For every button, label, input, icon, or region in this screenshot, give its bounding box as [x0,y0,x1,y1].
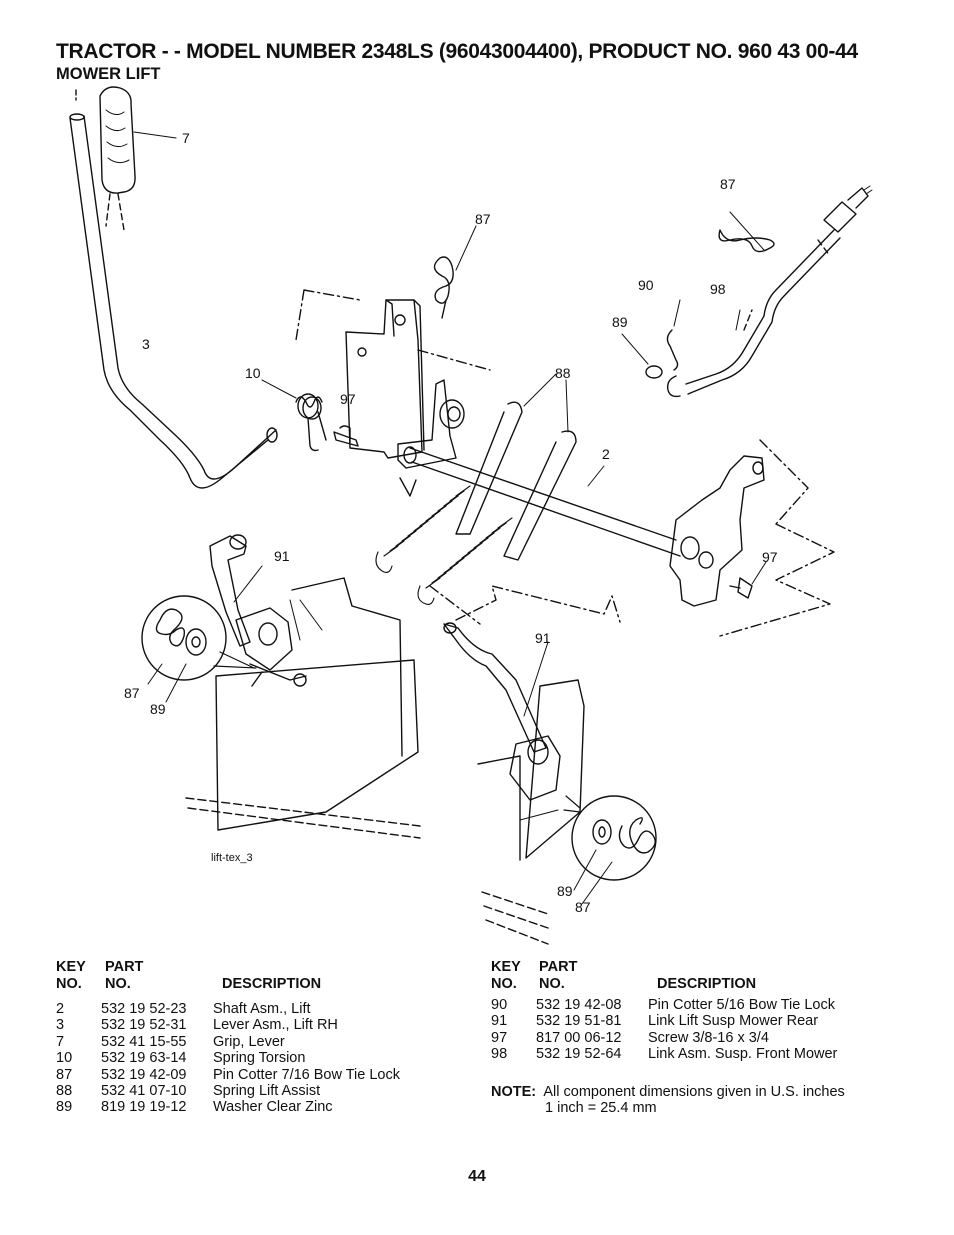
callout-91-right: 91 [535,630,551,646]
part-key-no: 98 [491,1046,508,1063]
callout-87-top-middle: 87 [475,211,491,227]
callout-2: 2 [602,446,610,462]
part-description: Grip, Lever [213,1033,285,1050]
part-number: 817 00 06-12 [536,1029,622,1046]
part-description: Pin Cotter 5/16 Bow Tie Lock [648,997,835,1013]
lift-lever-part [69,89,278,489]
header-part: PART [105,959,144,975]
parts-row: 97 817 00 06-12 Screw 3/8-16 x 3/4 [491,1030,931,1046]
lift-shaft-part [397,379,681,557]
left-mounting-bracket [295,289,491,459]
page-title: TRACTOR - - MODEL NUMBER 2348LS (9604300… [56,40,858,63]
image-code: lift-tex_3 [211,852,253,864]
parts-row: 90 532 19 42-08 Pin Cotter 5/16 Bow Tie Lo… [491,997,931,1013]
parts-table-right: KEY NO. PART NO. DESCRIPTION 90 532 19 42… [491,959,931,1063]
rear-link-right-part [429,585,621,945]
callout-89-left: 89 [150,701,166,717]
header-description: DESCRIPTION [657,976,757,992]
mower-lift-exploded-diagram: 7 87 87 90 98 89 3 10 97 88 2 91 97 87 8… [69,86,873,945]
callout-89-right: 89 [557,883,573,899]
parts-table-left: KEY NO. PART NO. DESCRIPTION 2 532 19 52-… [56,959,456,1116]
part-key-no: 88 [56,1082,73,1099]
header-part-no: NO. [539,976,565,992]
callout-89-top: 89 [612,314,628,330]
part-key-no: 2 [56,1001,65,1017]
part-description: Link Asm. Susp. Front Mower [648,1046,838,1063]
lift-assist-springs [375,373,577,605]
parts-row: 88 532 41 07-10 Spring Lift Assist [56,1083,456,1099]
part-number: 532 19 52-23 [101,1001,187,1017]
part-key-no: 87 [56,1066,73,1083]
page-number: 44 [468,1168,486,1185]
part-number: 819 19 19-12 [101,1099,187,1116]
part-description: Washer Clear Zinc [213,1099,333,1116]
part-number: 532 41 07-10 [101,1082,187,1099]
section-title: MOWER LIFT [56,65,161,83]
callout-87-left: 87 [124,685,140,701]
header-key: KEY [56,959,86,975]
part-description: Shaft Asm., Lift [213,1001,311,1017]
part-number: 532 19 52-64 [536,1046,622,1063]
detail-circle-right [563,795,657,905]
callout-97-left: 97 [340,391,356,407]
callout-88: 88 [555,365,571,381]
part-description: Screw 3/8-16 x 3/4 [648,1029,769,1046]
parts-row: 7 532 41 15-55 Grip, Lever [56,1034,456,1050]
note-label: NOTE: [491,1084,537,1100]
part-number: 532 19 51-81 [536,1013,622,1030]
parts-table-header: KEY NO. PART NO. DESCRIPTION [491,959,931,993]
part-key-no: 7 [56,1033,65,1050]
part-key-no: 90 [491,997,508,1013]
detail-circle-left [141,595,257,703]
callout-7: 7 [182,130,190,146]
part-description: Link Lift Susp Mower Rear [648,1013,819,1030]
parts-row: 91 532 19 51-81 Link Lift Susp Mower Rear [491,1013,931,1029]
part-number: 532 19 42-08 [536,997,622,1013]
note: NOTE: All component dimensions given in … [491,1084,845,1117]
header-part-no: NO. [105,976,131,992]
part-key-no: 3 [56,1017,65,1034]
part-number: 532 19 42-09 [101,1066,187,1083]
bow-tie-pin-87-top [433,225,477,319]
right-mounting-bracket [669,439,835,637]
part-number: 532 41 15-55 [101,1033,187,1050]
callout-90: 90 [638,277,654,293]
note-text: All component dimensions given in U.S. i… [543,1084,845,1100]
part-key-no: 10 [56,1050,73,1067]
part-description: Pin Cotter 7/16 Bow Tie Lock [213,1066,400,1083]
part-number: 532 19 52-31 [101,1017,187,1034]
part-description: Lever Asm., Lift RH [213,1017,338,1034]
header-key-no: NO. [56,976,82,992]
part-key-no: 97 [491,1029,508,1046]
part-key-no: 89 [56,1099,73,1116]
callout-87-top-right: 87 [720,176,736,192]
header-key-no: NO. [491,976,517,992]
note-conversion: 1 inch = 25.4 mm [545,1100,657,1117]
parts-row: 3 532 19 52-31 Lever Asm., Lift RH [56,1017,456,1033]
header-description: DESCRIPTION [222,976,322,992]
part-number: 532 19 63-14 [101,1050,187,1067]
header-part: PART [539,959,578,975]
torsion-spring-part [261,379,327,452]
callout-10: 10 [245,365,261,381]
callout-91-left: 91 [274,548,290,564]
part-key-no: 91 [491,1013,508,1030]
rear-link-left-part [185,534,421,839]
parts-table-header: KEY NO. PART NO. DESCRIPTION [56,959,456,993]
part-description: Spring Lift Assist [213,1082,321,1099]
callout-98: 98 [710,281,726,297]
parts-row: 2 532 19 52-23 Shaft Asm., Lift [56,1001,456,1017]
callout-3: 3 [142,336,150,352]
parts-row: 98 532 19 52-64 Link Asm. Susp. Front Mowe… [491,1046,931,1062]
parts-row: 87 532 19 42-09 Pin Cotter 7/16 Bow Tie Lo… [56,1067,456,1083]
part-description: Spring Torsion [213,1050,306,1067]
front-link-part [621,185,873,398]
callout-87-right: 87 [575,899,591,915]
lever-grip-part [99,86,177,231]
parts-row: 89 819 19 19-12 Washer Clear Zinc [56,1099,456,1115]
header-key: KEY [491,959,521,975]
callout-97-right: 97 [762,549,778,565]
parts-row: 10 532 19 63-14 Spring Torsion [56,1050,456,1066]
